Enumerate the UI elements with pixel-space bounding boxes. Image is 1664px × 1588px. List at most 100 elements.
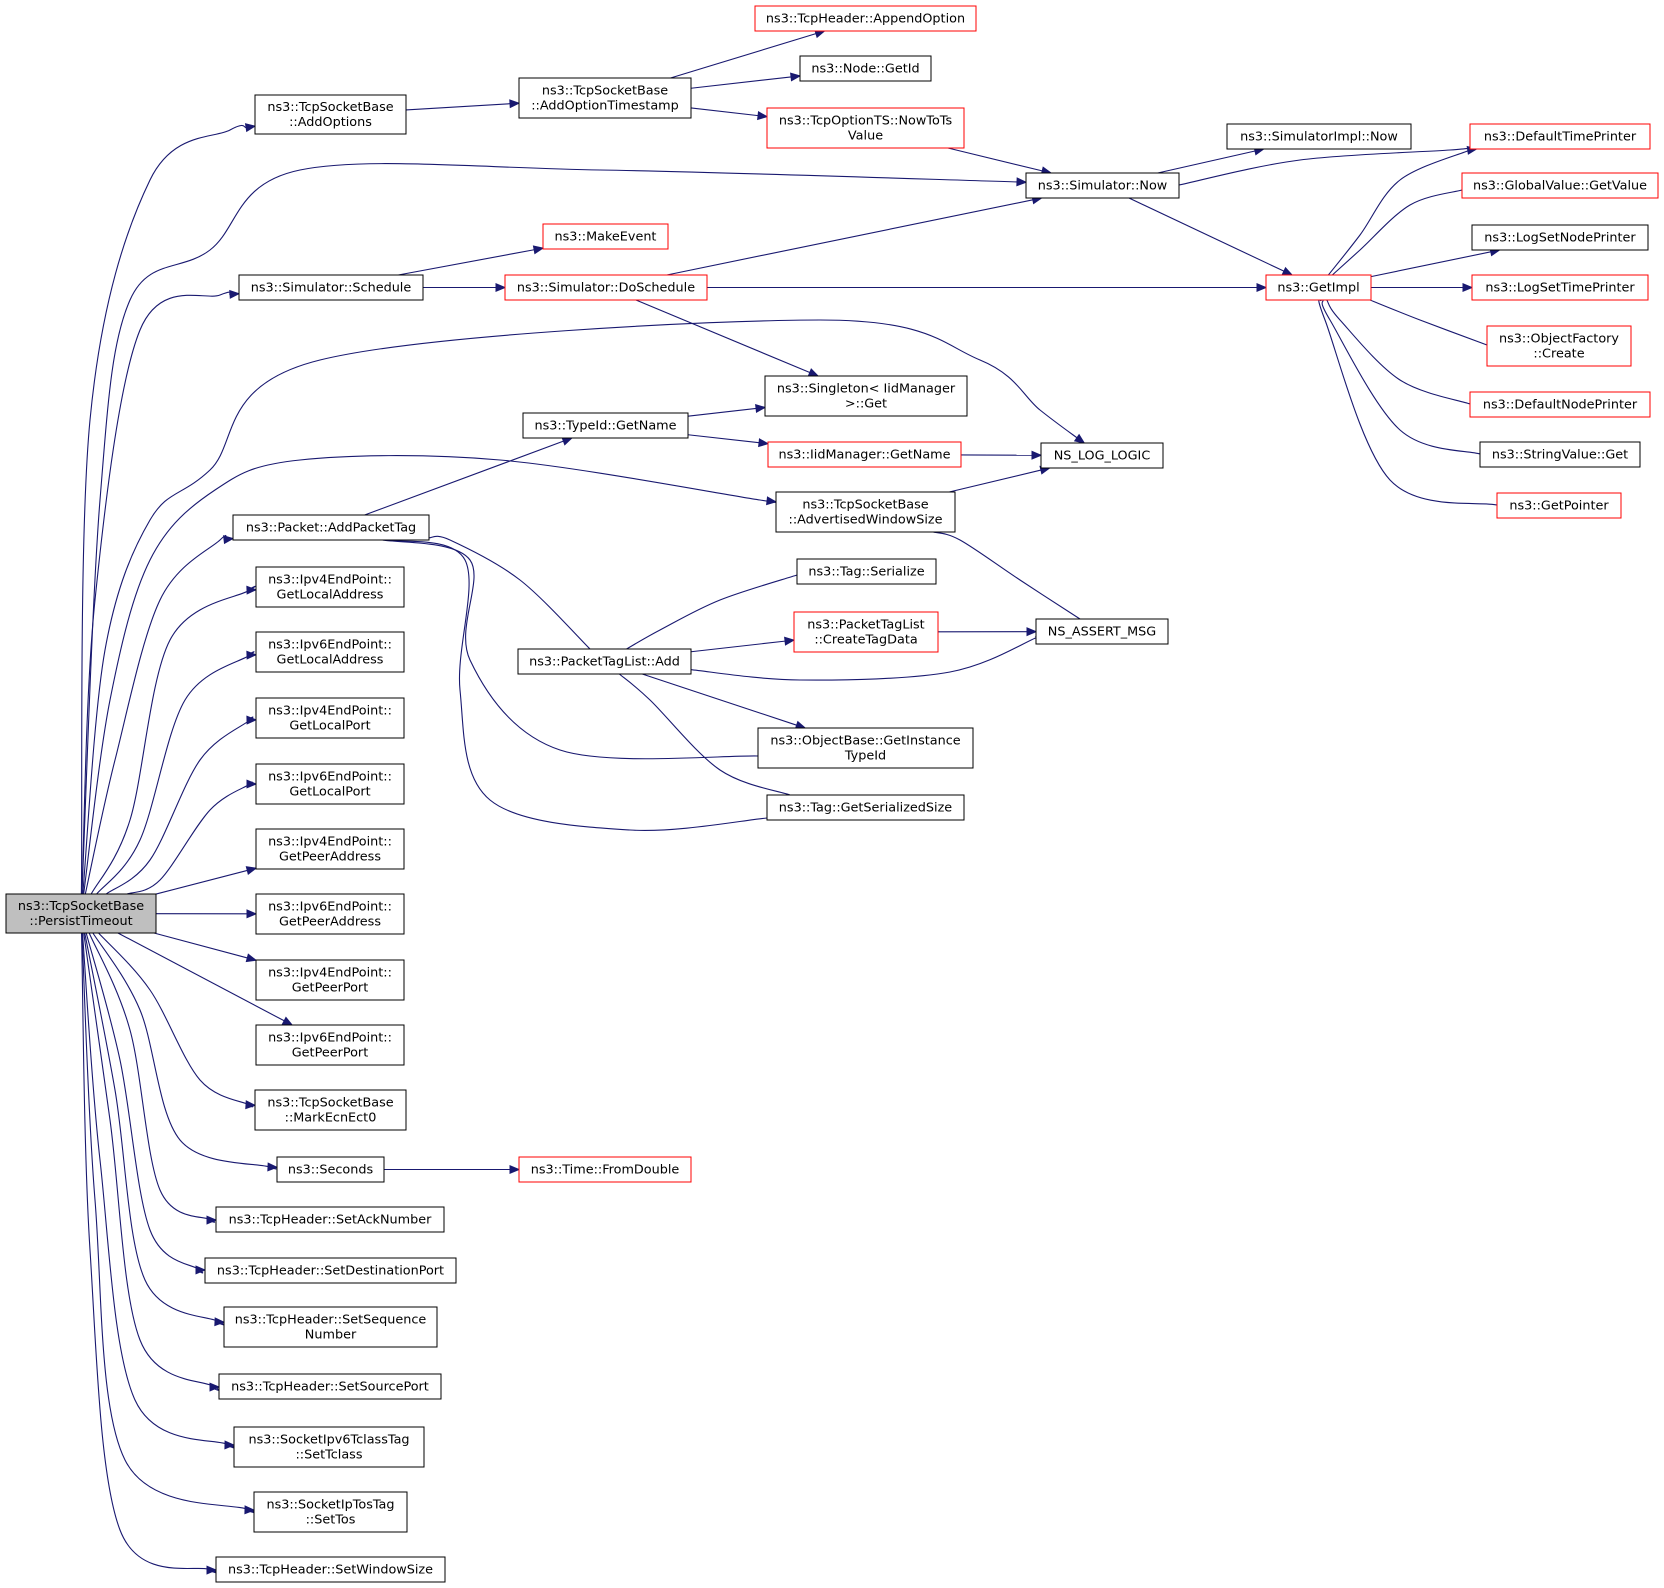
- node-box: [255, 631, 405, 673]
- node-string-value-get[interactable]: ns3::StringValue::Get: [1479, 441, 1641, 468]
- arrowhead-Seconds-to-TimeFromDouble: [509, 1164, 521, 1175]
- node-set-source-port[interactable]: ns3::TcpHeader::SetSourcePort: [218, 1373, 442, 1400]
- node-add-packet-tag[interactable]: ns3::Packet::AddPacketTag: [232, 514, 430, 541]
- node-type-id-get-name[interactable]: ns3::TypeId::GetName: [522, 412, 689, 439]
- node-ipv4get-peer-address[interactable]: ns3::Ipv4EndPoint::GetPeerAddress: [255, 828, 405, 870]
- arrowhead-root-to-SetTos: [244, 1505, 256, 1515]
- arrowhead-PacketTagListAdd-to-CreateTagData: [784, 636, 796, 646]
- node-append-option[interactable]: ns3::TcpHeader::AppendOption: [754, 5, 977, 32]
- node-seconds[interactable]: ns3::Seconds: [276, 1156, 385, 1183]
- node-box: [218, 1373, 442, 1400]
- node-packet-tag-list-add[interactable]: ns3::PacketTagList::Add: [517, 648, 692, 675]
- node-tag-get-serialized-size[interactable]: ns3::Tag::GetSerializedSize: [766, 794, 965, 821]
- call-edge-root-to-SetAckNumber: [88, 932, 216, 1223]
- node-box: [1265, 274, 1372, 301]
- node-tag-serialize[interactable]: ns3::Tag::Serialize: [796, 558, 937, 585]
- node-label-line: ns3::Simulator::Now: [1038, 179, 1168, 194]
- node-sim-schedule[interactable]: ns3::Simulator::Schedule: [238, 274, 424, 301]
- node-label-line: ns3::PacketTagList: [807, 618, 924, 633]
- node-box: [255, 893, 405, 935]
- call-edge-root-to-SimSchedule: [81, 291, 231, 895]
- node-set-destination-port[interactable]: ns3::TcpHeader::SetDestinationPort: [204, 1257, 457, 1284]
- node-set-tos[interactable]: ns3::SocketIpTosTag::SetTos: [253, 1491, 408, 1533]
- node-label-line: ns3::GlobalValue::GetValue: [1473, 179, 1647, 194]
- node-mark-ecn-ect0[interactable]: ns3::TcpSocketBase::MarkEcnEct0: [254, 1089, 407, 1131]
- node-log-set-time-printer[interactable]: ns3::LogSetTimePrinter: [1471, 274, 1649, 301]
- node-label-line: ns3::Ipv6EndPoint::: [268, 1031, 392, 1046]
- node-box: [255, 828, 405, 870]
- call-edge-GetImpl-to-LogSetNodePrinter: [1370, 251, 1491, 278]
- node-label-line: TypeId: [844, 749, 886, 764]
- node-get-impl[interactable]: ns3::GetImpl: [1265, 274, 1372, 301]
- node-default-node-printer[interactable]: ns3::DefaultNodePrinter: [1469, 391, 1651, 418]
- node-label-line: GetLocalAddress: [277, 588, 384, 603]
- node-object-factory-create[interactable]: ns3::ObjectFactory::Create: [1486, 325, 1632, 367]
- node-sim-now[interactable]: ns3::Simulator::Now: [1025, 172, 1180, 199]
- node-get-pointer[interactable]: ns3::GetPointer: [1496, 492, 1622, 519]
- node-label-line: ns3::TcpSocketBase: [542, 84, 668, 99]
- node-log-set-node-printer[interactable]: ns3::LogSetNodePrinter: [1471, 224, 1649, 251]
- node-box: [204, 1257, 457, 1284]
- node-set-ack-number[interactable]: ns3::TcpHeader::SetAckNumber: [215, 1206, 445, 1233]
- node-singleton-get[interactable]: ns3::Singleton< IidManager>::Get: [764, 375, 968, 417]
- node-ipv6get-local-address[interactable]: ns3::Ipv6EndPoint::GetLocalAddress: [255, 631, 405, 673]
- node-label-line: Number: [305, 1328, 357, 1343]
- node-box: [775, 491, 956, 533]
- node-ipv4get-local-port[interactable]: ns3::Ipv4EndPoint::GetLocalPort: [255, 697, 405, 739]
- node-label-line: ns3::Ipv6EndPoint::: [268, 770, 392, 785]
- node-add-options[interactable]: ns3::TcpSocketBase::AddOptions: [254, 94, 407, 135]
- arrowhead-TypeIdGetName-to-SingletonGet: [755, 403, 767, 414]
- node-ipv6get-peer-port[interactable]: ns3::Ipv6EndPoint::GetPeerPort: [255, 1024, 405, 1066]
- arrowhead-TypeIdGetName-to-IidManagerGetName: [758, 438, 770, 448]
- node-box: [1486, 325, 1632, 367]
- node-box: [518, 77, 692, 119]
- node-label-line: ns3::Node::GetId: [811, 62, 919, 77]
- node-label-line: ::Create: [1533, 347, 1584, 362]
- node-ipv6get-peer-address[interactable]: ns3::Ipv6EndPoint::GetPeerAddress: [255, 893, 405, 935]
- node-label-line: ns3::TcpSocketBase: [267, 100, 393, 115]
- node-create-tag-data[interactable]: ns3::PacketTagList::CreateTagData: [793, 611, 939, 653]
- node-box: [255, 959, 405, 1001]
- node-global-value-get-value[interactable]: ns3::GlobalValue::GetValue: [1461, 172, 1659, 199]
- arrowhead-root-to-SimSchedule: [229, 289, 241, 299]
- node-iid-manager-get-name[interactable]: ns3::IidManager::GetName: [767, 441, 962, 468]
- call-edge-root-to-AddPacketTag: [84, 534, 227, 895]
- node-make-event[interactable]: ns3::MakeEvent: [542, 223, 669, 250]
- arrowhead-SimDoSchedule-to-SingletonGet: [807, 368, 820, 377]
- node-node-get-id[interactable]: ns3::Node::GetId: [799, 55, 932, 82]
- node-set-tclass[interactable]: ns3::SocketIpv6TclassTag::SetTclass: [233, 1426, 425, 1468]
- node-ipv6get-local-port[interactable]: ns3::Ipv6EndPoint::GetLocalPort: [255, 763, 405, 805]
- call-edge-root-to-MarkEcnEct0: [98, 932, 254, 1108]
- call-edge-AddPacketTag-to-TagGetSerializedSize: [382, 539, 778, 831]
- node-sim-impl-now[interactable]: ns3::SimulatorImpl::Now: [1226, 123, 1412, 150]
- call-edge-NowToTsValue-to-SimNow: [947, 147, 1043, 172]
- call-edge-GetImpl-to-DefaultNodePrinter: [1326, 299, 1476, 407]
- node-add-option-timestamp[interactable]: ns3::TcpSocketBase::AddOptionTimestamp: [518, 77, 692, 119]
- node-label-line: ns3::Simulator::DoSchedule: [517, 281, 695, 296]
- node-time-from-double[interactable]: ns3::Time::FromDouble: [518, 1156, 692, 1183]
- arrowhead-root-to-Seconds: [267, 1162, 279, 1172]
- node-nslog-logic[interactable]: NS_LOG_LOGIC: [1040, 442, 1164, 469]
- node-box: [1040, 442, 1164, 469]
- node-set-window-size[interactable]: ns3::TcpHeader::SetWindowSize: [215, 1556, 446, 1583]
- arrowhead-root-to-SetSequenceNumber: [214, 1317, 226, 1327]
- node-label-line: GetPeerAddress: [279, 850, 381, 865]
- node-box: [1035, 618, 1169, 645]
- node-label-line: ::AdvertisedWindowSize: [789, 513, 943, 528]
- node-ipv4get-local-address[interactable]: ns3::Ipv4EndPoint::GetLocalAddress: [255, 566, 405, 608]
- node-nsassert-msg[interactable]: NS_ASSERT_MSG: [1035, 618, 1169, 645]
- node-advertised-window-size[interactable]: ns3::TcpSocketBase::AdvertisedWindowSize: [775, 491, 956, 533]
- node-ipv4get-peer-port[interactable]: ns3::Ipv4EndPoint::GetPeerPort: [255, 959, 405, 1001]
- node-default-time-printer[interactable]: ns3::DefaultTimePrinter: [1469, 123, 1651, 150]
- node-label-line: ns3::TcpSocketBase: [18, 899, 144, 914]
- node-label-line: ns3::LogSetNodePrinter: [1484, 231, 1636, 246]
- arrowhead-GetImpl-to-LogSetTimePrinter: [1462, 282, 1474, 293]
- node-label-line: ns3::Ipv6EndPoint::: [268, 638, 392, 653]
- arrowhead-root-to-SetWindowSize: [206, 1565, 218, 1575]
- arrowhead-root-to-SetSourcePort: [209, 1382, 221, 1392]
- node-sim-do-schedule[interactable]: ns3::Simulator::DoSchedule: [504, 274, 708, 301]
- arrowhead-SimSchedule-to-MakeEvent: [532, 245, 545, 255]
